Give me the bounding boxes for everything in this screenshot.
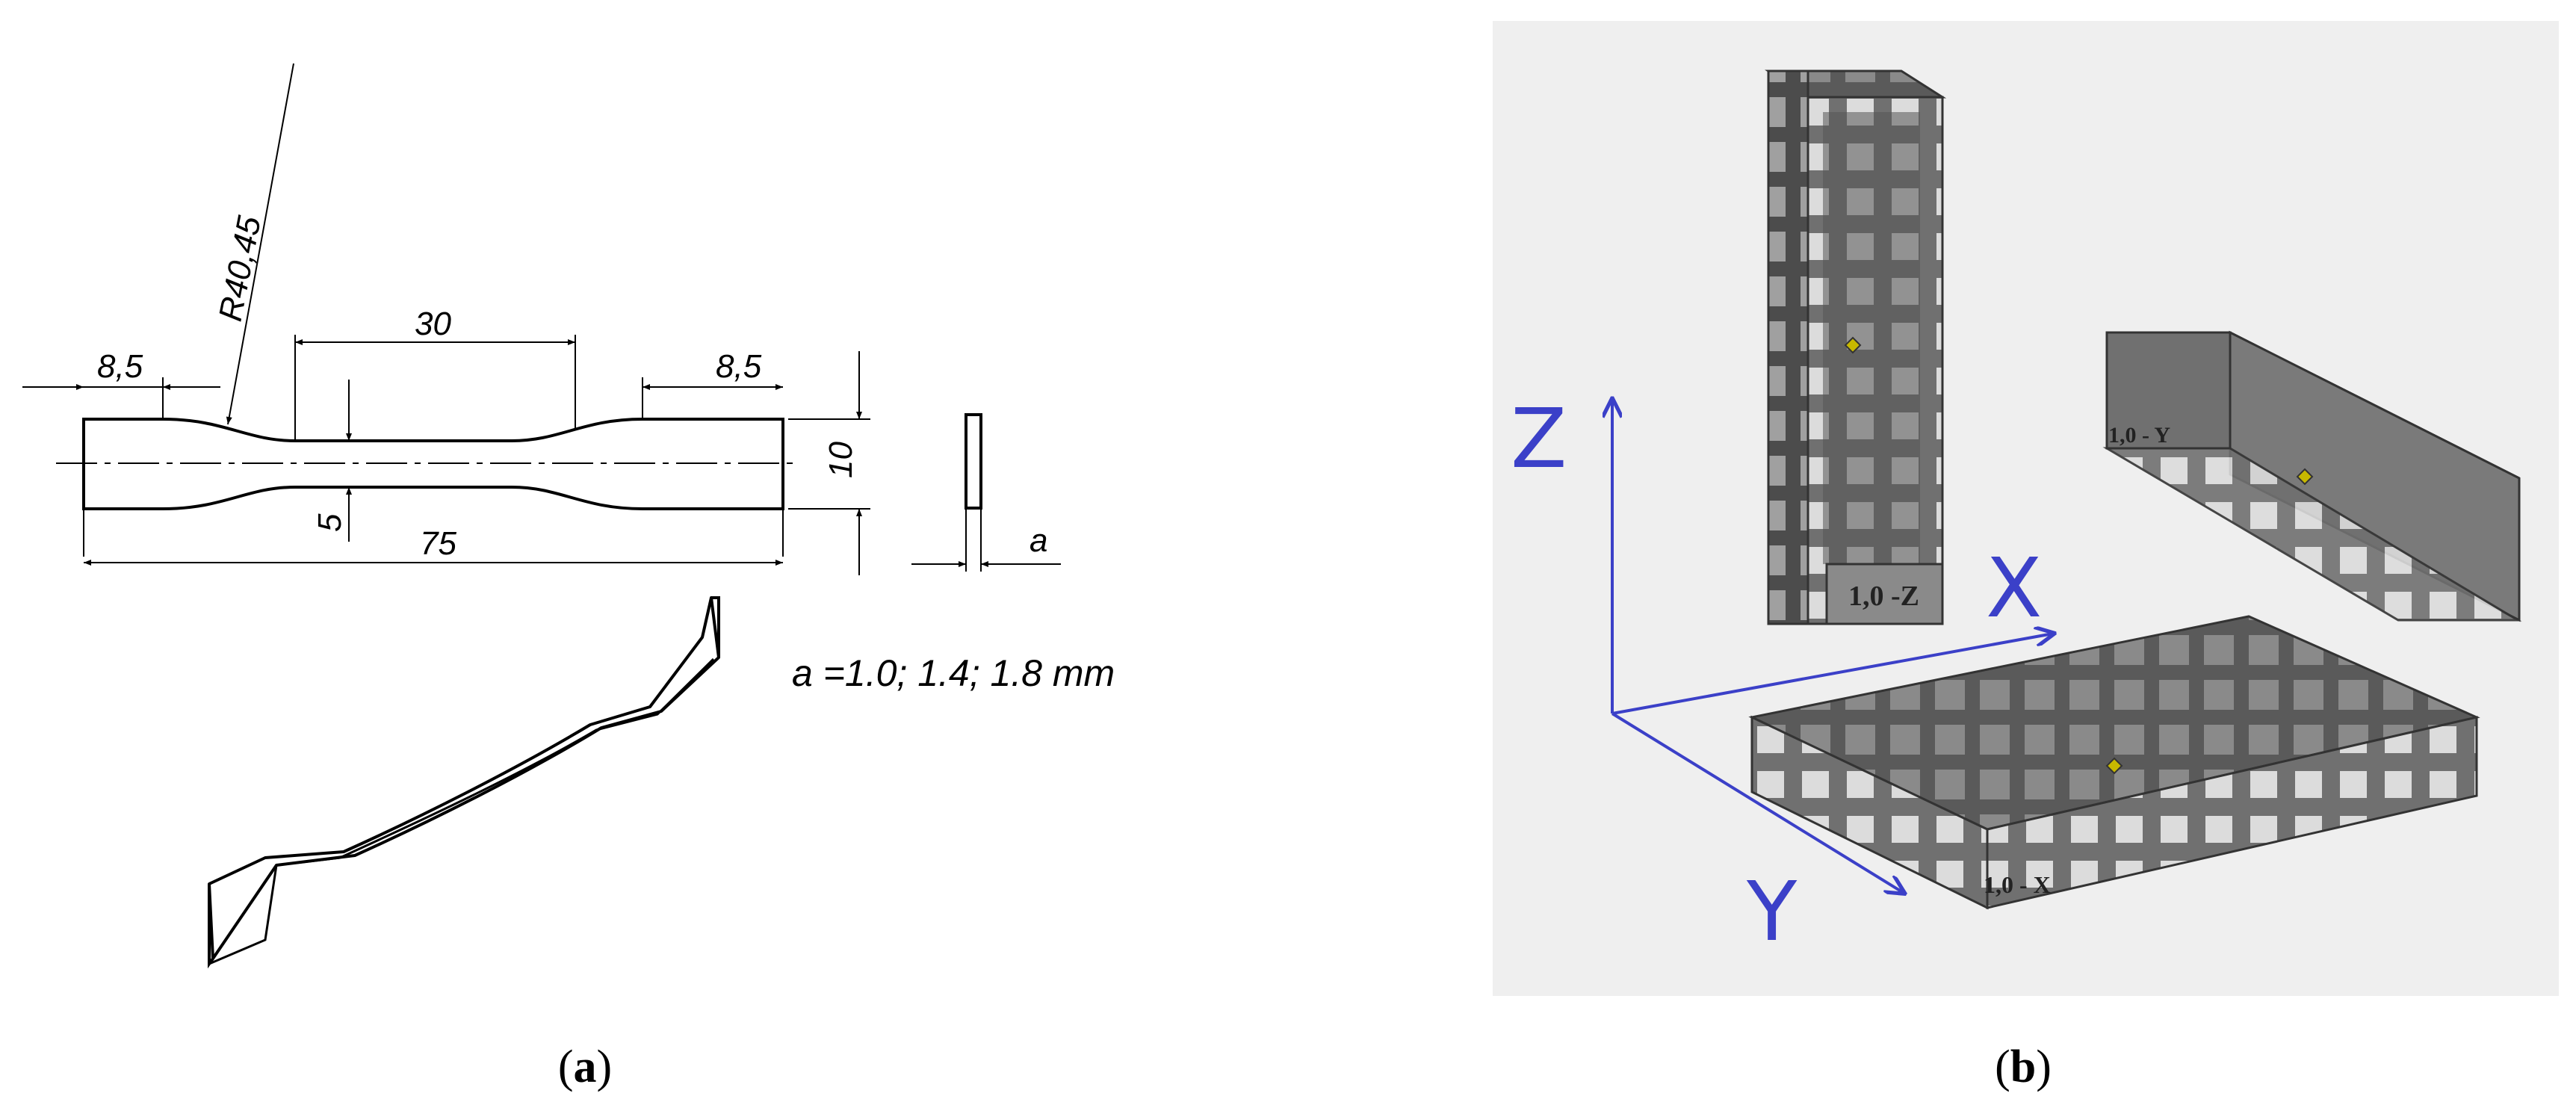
x-axis (1611, 634, 2053, 715)
thickness-note: a =1.0; 1.4; 1.8 mm (792, 652, 1115, 694)
coordinate-axes: Z X Y (1511, 391, 2053, 959)
dim-total-length: 75 (420, 525, 456, 562)
dim-width: 10 (823, 442, 859, 478)
specimen-isometric-view (208, 596, 720, 969)
specimen-drawing-top-view (22, 63, 870, 575)
dim-thickness: a (1030, 522, 1047, 559)
x-axis-label: X (1986, 540, 2042, 636)
specimen-z-lattice: 1,0 -Z (1765, 69, 1947, 625)
dimension-labels: 8,5 30 8,5 75 10 5 R40,45 (97, 213, 859, 562)
dim-end-right: 8,5 (716, 348, 762, 385)
caption-b: (b) (1995, 1042, 2052, 1092)
y-axis-label: Y (1746, 864, 1798, 959)
dim-radius: R40,45 (212, 213, 268, 324)
dim-neck-width: 5 (312, 513, 348, 532)
dim-end-left: 8,5 (97, 348, 143, 385)
specimen-y-lattice: 1,0 - Y (2102, 330, 2522, 622)
specimen-x-lattice: 1,0 - X (1748, 615, 2480, 910)
label-y-specimen: 1,0 - Y (2108, 423, 2170, 448)
z-axis-label: Z (1511, 391, 1567, 486)
y-axis (1611, 712, 1904, 893)
caption-a: (a) (558, 1042, 612, 1092)
label-z-specimen: 1,0 -Z (1848, 581, 1919, 612)
panel-a: 8,5 30 8,5 75 10 5 R40,45 a a =1.0; 1.4;… (22, 63, 1115, 1092)
label-x-specimen: 1,0 - X (1984, 871, 2051, 898)
specimen-side-view: a (911, 413, 1061, 572)
panel-b: 1,0 -Z 1,0 - Y 1,0 - X Z X Y (1493, 21, 2559, 1092)
dim-gauge-length: 30 (415, 306, 451, 342)
